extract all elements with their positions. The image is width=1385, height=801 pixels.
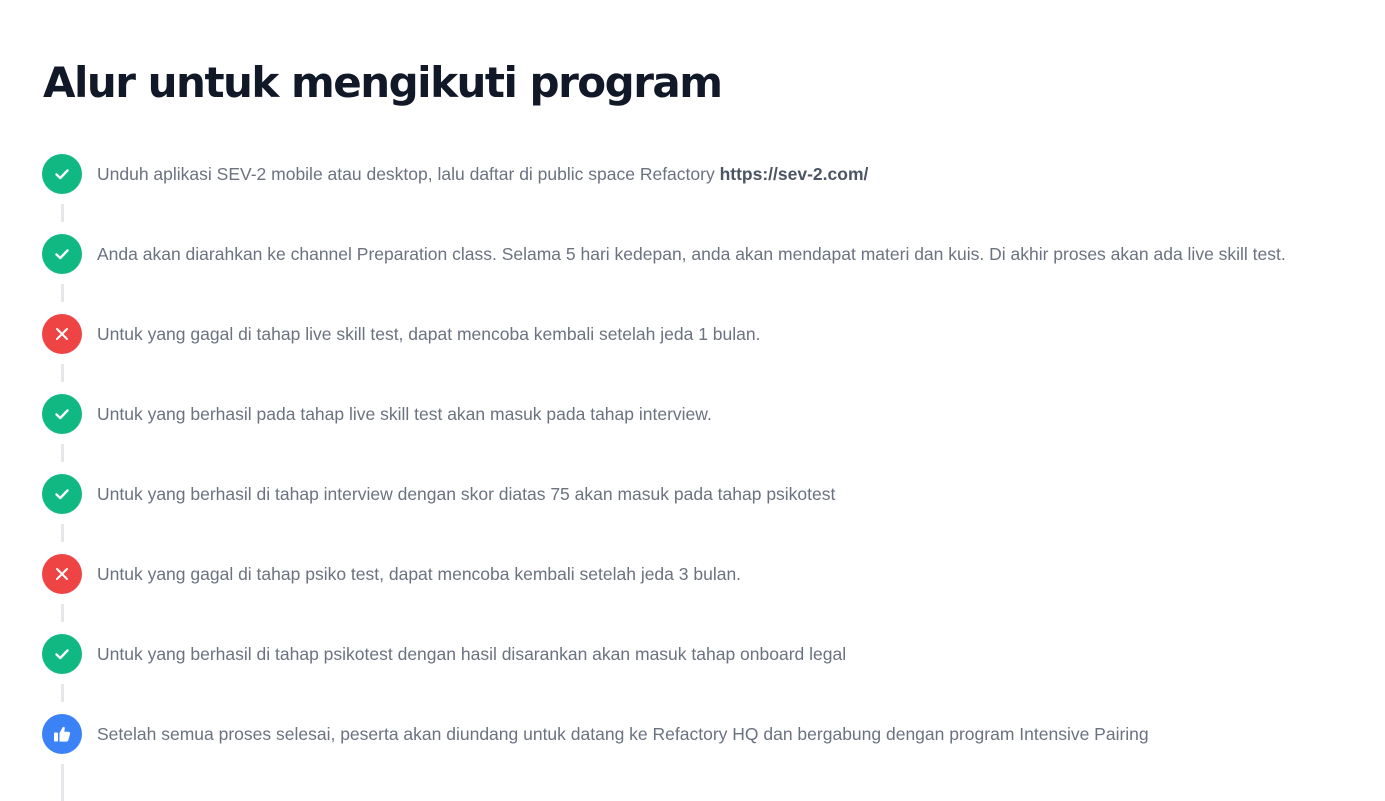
timeline-step: Untuk yang berhasil di tahap psikotest d… [42,633,846,675]
timeline-step: Setelah semua proses selesai, peserta ak… [42,713,1149,755]
check-icon [42,154,82,194]
check-icon [42,394,82,434]
timeline-step: Anda akan diarahkan ke channel Preparati… [42,233,1286,275]
timeline-connector [61,604,64,622]
step-text: Untuk yang gagal di tahap psiko test, da… [97,564,742,584]
timeline-connector [61,444,64,462]
step-text: Unduh aplikasi SEV-2 mobile atau desktop… [97,164,869,184]
timeline-step: Untuk yang berhasil di tahap interview d… [42,473,835,515]
step-text: Untuk yang berhasil di tahap interview d… [97,484,836,504]
page-title: Alur untuk mengikuti program [43,58,723,107]
check-icon [42,234,82,274]
step-text: Anda akan diarahkan ke channel Preparati… [97,244,1286,264]
timeline-step: Untuk yang gagal di tahap psiko test, da… [42,553,741,595]
step-text: Untuk yang gagal di tahap live skill tes… [97,324,761,344]
timeline-connector [61,684,64,702]
thumbs-up-icon [42,714,82,754]
timeline-connector [61,764,64,801]
x-icon [42,554,82,594]
timeline-connector [61,204,64,222]
check-icon [42,634,82,674]
step-text: Setelah semua proses selesai, peserta ak… [97,724,1149,744]
timeline-step: Unduh aplikasi SEV-2 mobile atau desktop… [42,153,868,195]
sev2-link[interactable]: https://sev-2.com/ [719,164,869,184]
timeline-step: Untuk yang gagal di tahap live skill tes… [42,313,760,355]
check-icon [42,474,82,514]
step-text: Untuk yang berhasil di tahap psikotest d… [97,644,847,664]
step-text: Untuk yang berhasil pada tahap live skil… [97,404,712,424]
timeline-connector [61,524,64,542]
x-icon [42,314,82,354]
timeline-step: Untuk yang berhasil pada tahap live skil… [42,393,712,435]
timeline-connector [61,284,64,302]
timeline-connector [61,364,64,382]
